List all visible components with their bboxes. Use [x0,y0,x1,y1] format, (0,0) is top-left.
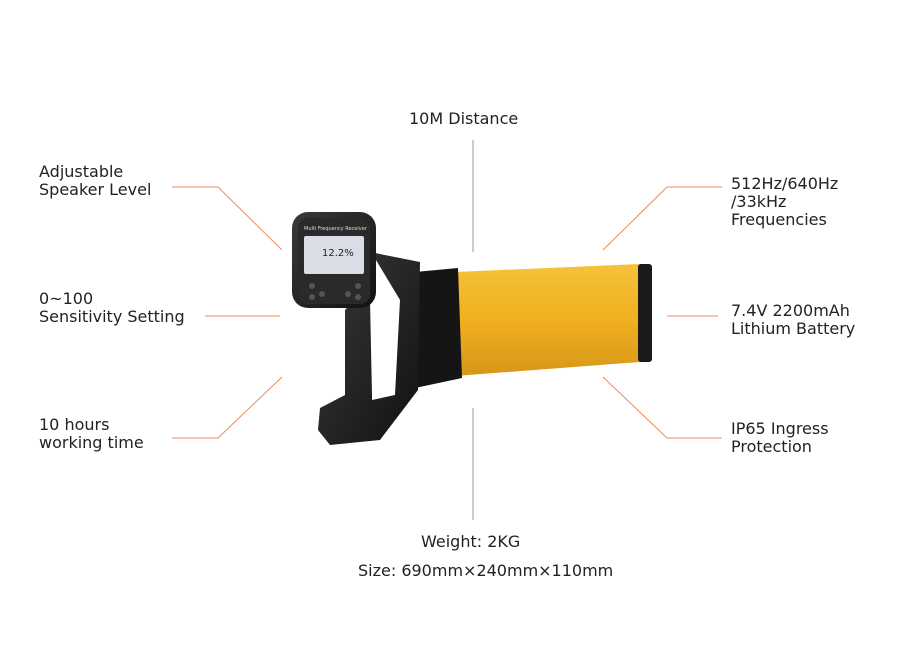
label-working-time: 10 hours working time [39,415,144,452]
leader-working-time [172,376,283,439]
label-sensitivity: 0~100 Sensitivity Setting [39,289,185,326]
label-frequencies: 512Hz/640Hz /33kHz Frequencies [731,174,839,229]
label-ingress: IP65 Ingress Protection [731,419,829,456]
handle [318,250,420,445]
display-value: 12.2% [322,248,354,259]
label-size: Size: 690mm×240mm×110mm [358,561,614,580]
device-brand-label: Multi Frequency Receiver [304,226,367,232]
label-weight: Weight: 2KG [421,532,521,551]
label-battery: 7.4V 2200mAh Lithium Battery [731,301,856,338]
lcd-screen [304,236,364,274]
label-speaker: Adjustable Speaker Level [39,162,152,199]
leader-frequencies [602,186,722,251]
leader-speaker [172,186,283,251]
leader-ingress [602,376,722,439]
battery-body [455,264,648,376]
label-distance: 10M Distance [409,109,519,128]
end-cap [638,264,652,362]
